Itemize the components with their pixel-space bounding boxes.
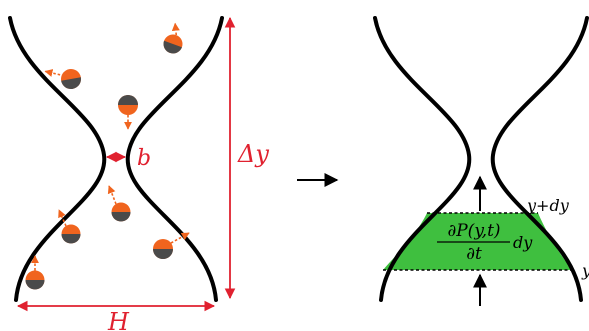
particle bbox=[153, 232, 190, 259]
particle bbox=[44, 69, 81, 89]
particle bbox=[25, 255, 45, 290]
fraction-denominator: ∂t bbox=[466, 244, 482, 264]
right-panel: y+dy y ∂P(y,t) ∂t dy bbox=[373, 16, 589, 306]
label-dy: dy bbox=[513, 233, 533, 252]
particle bbox=[107, 185, 131, 222]
label-b: b bbox=[137, 146, 151, 171]
particles bbox=[25, 22, 190, 290]
label-delta-y: Δy bbox=[237, 140, 269, 168]
right-channel-right-wall bbox=[490, 16, 589, 302]
particle bbox=[58, 209, 81, 244]
left-channel-left-wall bbox=[8, 16, 107, 302]
left-panel: b Δy H bbox=[8, 16, 269, 331]
right-channel-left-wall bbox=[373, 16, 472, 302]
left-channel-right-wall bbox=[125, 16, 224, 302]
label-y: y bbox=[581, 261, 589, 280]
label-H: H bbox=[107, 308, 130, 331]
fraction-numerator: ∂P(y,t) bbox=[447, 221, 500, 241]
particle bbox=[163, 22, 183, 54]
label-y-plus-dy: y+dy bbox=[526, 196, 570, 215]
particle bbox=[118, 95, 138, 130]
